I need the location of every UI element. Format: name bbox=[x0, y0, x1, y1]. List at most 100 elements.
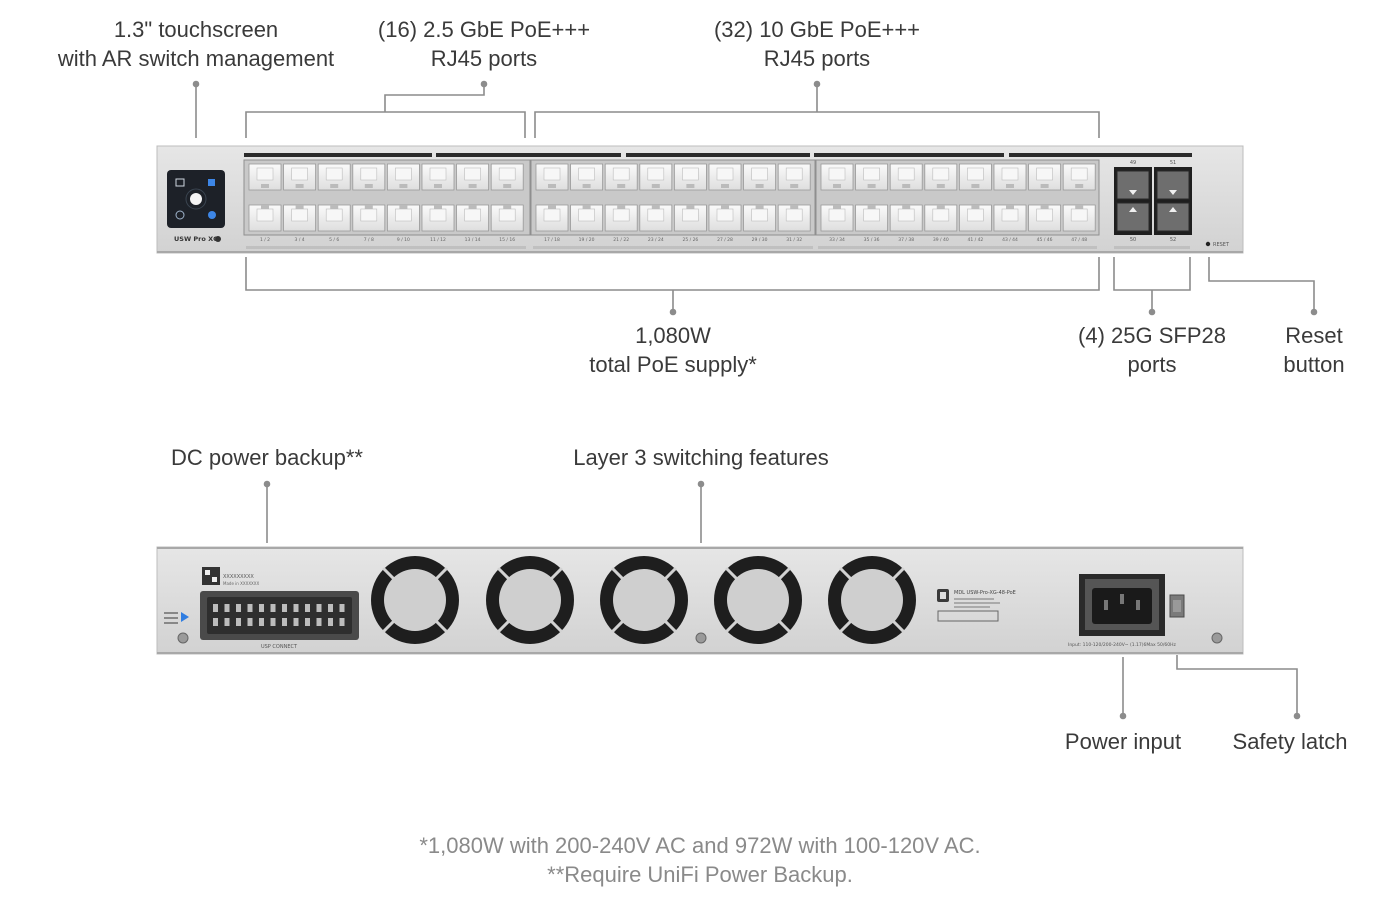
rj45-port-14[interactable] bbox=[456, 204, 490, 232]
rj45-port-22[interactable] bbox=[604, 204, 638, 232]
rj45-port-40[interactable] bbox=[924, 204, 958, 232]
usp-pin bbox=[328, 618, 333, 626]
rj45-port-13[interactable] bbox=[456, 163, 490, 191]
callout-2-5g-ports-line2: RJ45 ports bbox=[430, 46, 538, 71]
rj45-port-9[interactable] bbox=[386, 163, 420, 191]
usp-pin bbox=[339, 618, 345, 626]
power-inlet[interactable] bbox=[1079, 574, 1165, 636]
rj45-port-26[interactable] bbox=[674, 204, 707, 232]
leader-2-5g-dot bbox=[480, 80, 488, 88]
dc-status-arrow-icon bbox=[181, 612, 189, 622]
rj45-port-38[interactable] bbox=[889, 204, 923, 232]
rj45-port-12[interactable] bbox=[421, 204, 455, 232]
rj45-port-3[interactable] bbox=[283, 163, 317, 191]
callout-poe-supply-line2: total PoE supply* bbox=[589, 352, 757, 377]
rj45-port-16[interactable] bbox=[490, 204, 524, 232]
dc-indicator bbox=[164, 612, 189, 624]
usp-pin bbox=[293, 604, 299, 612]
usp-pin bbox=[328, 604, 333, 612]
rj45-port-45[interactable] bbox=[1028, 163, 1061, 191]
callout-dc-power-backup-line1: DC power backup** bbox=[171, 445, 363, 470]
port-number-label: 39 / 40 bbox=[933, 237, 949, 243]
sfp-label-52: 52 bbox=[1170, 237, 1176, 243]
usp-pin bbox=[316, 618, 322, 626]
rj45-port-46[interactable] bbox=[1028, 204, 1061, 232]
rj45-port-5[interactable] bbox=[317, 163, 351, 191]
rj45-port-32[interactable] bbox=[777, 204, 811, 232]
usp-pin bbox=[213, 618, 218, 626]
rj45-port-19[interactable] bbox=[570, 163, 603, 191]
rj45-port-25[interactable] bbox=[674, 163, 707, 191]
rj45-port-31[interactable] bbox=[777, 163, 811, 191]
port-bank-stripes bbox=[246, 246, 1190, 249]
port-number-label: 23 / 24 bbox=[648, 237, 664, 243]
rj45-port-34[interactable] bbox=[820, 204, 854, 232]
callout-layer3: Layer 3 switching features bbox=[550, 443, 852, 472]
leader-safety-latch-dot bbox=[1293, 712, 1301, 720]
rj45-port-15[interactable] bbox=[490, 163, 524, 191]
usp-pin bbox=[213, 604, 218, 612]
usp-pin bbox=[259, 604, 264, 612]
usp-pin bbox=[236, 604, 241, 612]
rj45-port-48[interactable] bbox=[1062, 204, 1096, 232]
usp-pin bbox=[224, 604, 230, 612]
fan-icon bbox=[714, 556, 802, 644]
rj45-port-17[interactable] bbox=[535, 163, 569, 191]
rj45-port-27[interactable] bbox=[708, 163, 742, 191]
usp-pin bbox=[305, 618, 310, 626]
rj45-port-10[interactable] bbox=[386, 204, 420, 232]
usp-pin bbox=[247, 604, 253, 612]
callout-sfp28-ports-line2: ports bbox=[1127, 352, 1177, 377]
usp-connector-pins bbox=[213, 604, 345, 626]
callout-sfp28-ports-line1: (4) 25G SFP28 bbox=[1078, 323, 1226, 348]
rj45-port-24[interactable] bbox=[639, 204, 673, 232]
rj45-port-21[interactable] bbox=[604, 163, 638, 191]
callout-power-input-line1: Power input bbox=[1064, 729, 1182, 754]
sfp28-port-51[interactable] bbox=[1156, 170, 1190, 200]
rj45-port-43[interactable] bbox=[993, 163, 1027, 191]
rj45-port-11[interactable] bbox=[421, 163, 455, 191]
rj45-port-8[interactable] bbox=[352, 204, 386, 232]
sfp28-port-49[interactable] bbox=[1116, 170, 1150, 200]
leader-reset bbox=[1208, 257, 1315, 312]
callout-reset-button-line2: button bbox=[1283, 352, 1345, 377]
callout-touchscreen-line1: 1.3" touchscreen bbox=[113, 17, 279, 42]
rj45-port-33[interactable] bbox=[820, 163, 854, 191]
reset-button[interactable] bbox=[1205, 241, 1211, 247]
sfp-label-51: 51 bbox=[1170, 160, 1176, 166]
leader-sfp-bracket bbox=[1113, 257, 1191, 312]
usp-pin bbox=[282, 618, 287, 626]
port-number-label: 19 / 20 bbox=[579, 237, 595, 243]
rj45-port-37[interactable] bbox=[889, 163, 923, 191]
rj45-port-42[interactable] bbox=[959, 204, 992, 232]
rj45-port-1[interactable] bbox=[248, 163, 282, 191]
callout-10g-ports-line2: RJ45 ports bbox=[763, 46, 871, 71]
rj45-port-20[interactable] bbox=[570, 204, 603, 232]
rj45-port-30[interactable] bbox=[743, 204, 776, 232]
rj45-port-28[interactable] bbox=[708, 204, 742, 232]
rj45-port-39[interactable] bbox=[924, 163, 958, 191]
rj45-port-6[interactable] bbox=[317, 204, 351, 232]
rj45-port-2[interactable] bbox=[248, 204, 282, 232]
rj45-port-18[interactable] bbox=[535, 204, 569, 232]
rj45-port-7[interactable] bbox=[352, 163, 386, 191]
rj45-port-29[interactable] bbox=[743, 163, 776, 191]
rj45-port-47[interactable] bbox=[1062, 163, 1096, 191]
callout-reset-button-line1: Reset bbox=[1285, 323, 1343, 348]
safety-latch[interactable] bbox=[1169, 594, 1185, 618]
callout-safety-latch-line1: Safety latch bbox=[1232, 729, 1348, 754]
touchscreen-display[interactable] bbox=[167, 170, 225, 228]
leader-layer3-dot bbox=[697, 480, 705, 488]
rj45-port-23[interactable] bbox=[639, 163, 673, 191]
sfp28-port-50[interactable] bbox=[1116, 202, 1150, 232]
footnotes: *1,080W with 200-240V AC and 972W with 1… bbox=[0, 831, 1400, 889]
rj45-port-35[interactable] bbox=[855, 163, 888, 191]
usp-dc-connector[interactable] bbox=[200, 591, 359, 640]
port-number-label: 37 / 38 bbox=[898, 237, 914, 243]
rj45-port-36[interactable] bbox=[855, 204, 888, 232]
rj45-port-41[interactable] bbox=[959, 163, 992, 191]
sfp28-port-52[interactable] bbox=[1156, 202, 1190, 232]
rj45-port-44[interactable] bbox=[993, 204, 1027, 232]
rj45-port-4[interactable] bbox=[283, 204, 317, 232]
